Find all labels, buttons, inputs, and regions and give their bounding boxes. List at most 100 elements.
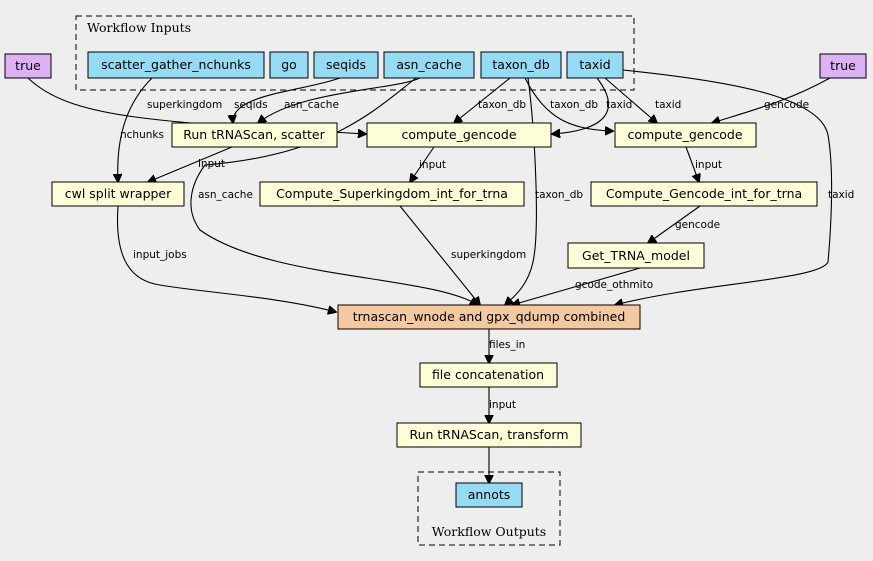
input-taxid-box — [566, 51, 624, 79]
edge-label-asn-cache-2: asn_cache — [198, 189, 253, 201]
step-compute-gencode-2-box — [614, 122, 757, 148]
edge-compute-gencode-1-to-superkingdom — [410, 146, 435, 182]
input-go[interactable]: go — [269, 51, 309, 79]
node-true-right[interactable]: true — [819, 53, 867, 79]
edge-split-to-combined — [116, 205, 336, 312]
edge-compute-gencode-2-to-gencode-int — [685, 146, 699, 182]
edge-asn-cache-to-scatter — [258, 77, 421, 123]
step-get-trna-model[interactable]: Get_TRNA_model — [567, 242, 705, 269]
input-go-label: go — [281, 57, 297, 72]
workflow-outputs-label: Workflow Outputs — [432, 524, 546, 539]
input-asn-cache-label: asn_cache — [396, 57, 462, 72]
edges — [27, 69, 833, 483]
edge-label-files-in: files_in — [489, 339, 525, 351]
step-compute-gencode-2[interactable]: compute_gencode — [614, 122, 757, 148]
step-run-trnascan-transform[interactable]: Run tRNAScan, transform — [396, 422, 582, 448]
input-seqids[interactable]: seqids — [313, 51, 379, 79]
edge-label-input-3: input — [695, 159, 722, 171]
edge-label-seqids: seqids — [234, 99, 268, 111]
edge-label-input-2: input — [419, 159, 446, 171]
step-compute-gencode-2-label: compute_gencode — [627, 127, 742, 142]
input-seqids-box — [313, 51, 379, 79]
step-get-trna-model-box — [567, 242, 705, 269]
edge-nchunks-to-split — [118, 77, 153, 182]
input-asn-cache-box — [383, 51, 475, 79]
step-compute-gencode-1-box — [366, 122, 552, 148]
edge-taxon-db-to-compute-gencode-2 — [524, 77, 613, 131]
edge-label-taxid-2: taxid — [655, 99, 681, 111]
edge-label-gencode-1: gencode — [764, 99, 809, 111]
step-run-trnascan-scatter[interactable]: Run tRNAScan, scatter — [171, 122, 338, 148]
step-compute-gencode-int[interactable]: Compute_Gencode_int_for_trna — [590, 181, 818, 207]
step-cwl-split-wrapper-box — [51, 181, 185, 207]
step-run-trnascan-scatter-label: Run tRNAScan, scatter — [183, 127, 325, 142]
edge-label-input-1: input — [198, 158, 225, 170]
edge-scatter-to-split — [148, 146, 233, 182]
edge-labels: superkingdom gencode seqids asn_cache ta… — [120, 99, 854, 411]
edge-label-input-jobs: input_jobs — [133, 249, 187, 261]
step-compute-gencode-1[interactable]: compute_gencode — [366, 122, 552, 148]
edge-label-gcode-othmito: gcode_othmito — [575, 279, 653, 291]
workflow-inputs-label: Workflow Inputs — [87, 20, 191, 35]
step-compute-superkingdom-label: Compute_Superkingdom_int_for_trna — [276, 186, 508, 201]
step-file-concatenation-box — [419, 362, 558, 388]
output-annots-box — [455, 482, 523, 508]
step-run-trnascan-scatter-box — [171, 122, 338, 148]
input-taxon-db-box — [480, 51, 562, 79]
input-seqids-label: seqids — [326, 57, 366, 72]
output-annots[interactable]: annots — [455, 482, 523, 508]
node-true-left-label: true — [15, 58, 41, 73]
step-cwl-split-wrapper-label: cwl split wrapper — [65, 186, 172, 201]
input-taxid-label: taxid — [579, 57, 610, 72]
input-taxon-db-label: taxon_db — [492, 57, 549, 72]
edge-label-input-4: input — [489, 399, 516, 411]
edge-taxon-db-to-combined — [505, 77, 537, 305]
step-compute-gencode-int-box — [590, 181, 818, 207]
edge-label-superkingdom-2: superkingdom — [451, 249, 526, 261]
step-compute-gencode-1-label: compute_gencode — [401, 127, 516, 142]
edge-seqids-to-scatter — [233, 77, 341, 123]
step-file-concatenation-label: file concatenation — [432, 367, 544, 382]
step-trnascan-combined[interactable]: trnascan_wnode and gpx_qdump combined — [337, 304, 641, 330]
input-asn-cache[interactable]: asn_cache — [383, 51, 475, 79]
input-scatter-gather-nchunks-label: scatter_gather_nchunks — [101, 57, 251, 72]
edge-label-superkingdom-1: superkingdom — [147, 99, 222, 111]
edge-true-right-to-compute-gencode-2 — [712, 77, 831, 123]
step-trnascan-combined-box — [337, 304, 641, 330]
edge-superkingdom-to-combined — [399, 205, 480, 305]
node-true-right-label: true — [830, 58, 856, 73]
edge-label-taxid-1: taxid — [606, 99, 632, 111]
step-file-concatenation[interactable]: file concatenation — [419, 362, 558, 388]
edge-trna-model-to-combined — [512, 267, 641, 305]
edge-taxon-db-to-compute-gencode-1 — [454, 77, 511, 123]
edge-label-nchunks: nchunks — [120, 129, 164, 141]
input-go-box — [269, 51, 309, 79]
edge-label-taxon-db-2: taxon_db — [550, 99, 598, 111]
step-compute-superkingdom-box — [259, 181, 525, 207]
edge-label-gencode-2: gencode — [675, 219, 720, 231]
node-true-right-box — [819, 53, 867, 79]
node-true-left[interactable]: true — [4, 53, 52, 79]
step-compute-superkingdom[interactable]: Compute_Superkingdom_int_for_trna — [259, 181, 525, 207]
node-true-left-box — [4, 53, 52, 79]
edge-taxid-to-compute-gencode-1 — [552, 77, 609, 134]
input-taxon-db[interactable]: taxon_db — [480, 51, 562, 79]
input-taxid[interactable]: taxid — [566, 51, 624, 79]
edge-label-taxid-3: taxid — [828, 189, 854, 201]
edge-gencode-int-to-trna-model — [648, 205, 701, 243]
edge-label-taxon-db-3: taxon_db — [535, 189, 583, 201]
edge-asn-cache-to-combined — [190, 77, 478, 305]
workflow-inputs-cluster: Workflow Inputs — [75, 15, 635, 91]
edge-taxid-to-compute-gencode-2 — [604, 77, 657, 123]
step-run-trnascan-transform-box — [396, 422, 582, 448]
step-get-trna-model-label: Get_TRNA_model — [582, 248, 690, 263]
edge-label-asn-cache-1: asn_cache — [284, 99, 339, 111]
input-scatter-gather-nchunks[interactable]: scatter_gather_nchunks — [87, 51, 265, 79]
edge-label-taxon-db-1: taxon_db — [478, 99, 526, 111]
step-trnascan-combined-label: trnascan_wnode and gpx_qdump combined — [353, 309, 626, 324]
output-annots-label: annots — [468, 487, 511, 502]
step-run-trnascan-transform-label: Run tRNAScan, transform — [409, 427, 568, 442]
edge-taxid-to-combined — [615, 69, 833, 305]
step-cwl-split-wrapper[interactable]: cwl split wrapper — [51, 181, 185, 207]
